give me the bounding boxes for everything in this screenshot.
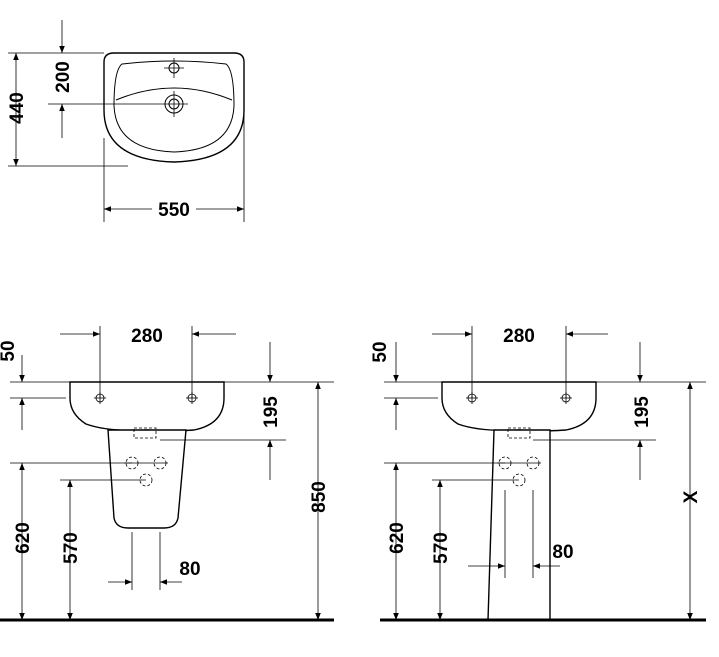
basin-front-left — [69, 381, 225, 432]
overflow-edge — [115, 87, 233, 101]
dim-195-right: 195 — [632, 396, 653, 428]
waste-box-left — [133, 427, 157, 439]
dim-620-left: 620 — [13, 522, 34, 554]
dim-570-right: 570 — [431, 532, 452, 564]
front-view-half-pedestal: 280 50 195 850 620 570 80 — [0, 326, 334, 622]
half-pedestal — [107, 429, 187, 529]
tap-hole — [164, 58, 184, 78]
dim-550: 550 — [158, 200, 190, 221]
dim-620-right: 620 — [387, 522, 408, 554]
dim-280-right: 280 — [503, 326, 535, 347]
full-pedestal — [487, 429, 551, 621]
basin-front-right — [441, 381, 597, 432]
dim-570-left: 570 — [61, 532, 82, 564]
drain-hole — [160, 91, 188, 117]
dim-50-right: 50 — [370, 341, 391, 362]
dim-80-right: 80 — [552, 542, 573, 563]
dim-195-left: 195 — [261, 396, 282, 428]
waste-box-right — [507, 427, 531, 439]
dim-200: 200 — [53, 61, 74, 93]
top-view: 440 200 550 — [7, 20, 245, 222]
dim-850: 850 — [309, 481, 330, 513]
dim-440: 440 — [7, 92, 28, 124]
dim-50-left: 50 — [0, 340, 19, 361]
dim-80-left: 80 — [179, 559, 200, 580]
dim-x: X — [681, 490, 702, 503]
front-view-full-pedestal: 280 50 195 X 620 570 80 — [370, 326, 706, 622]
dim-280-left: 280 — [131, 326, 163, 347]
bowl-inner-top — [113, 60, 235, 153]
